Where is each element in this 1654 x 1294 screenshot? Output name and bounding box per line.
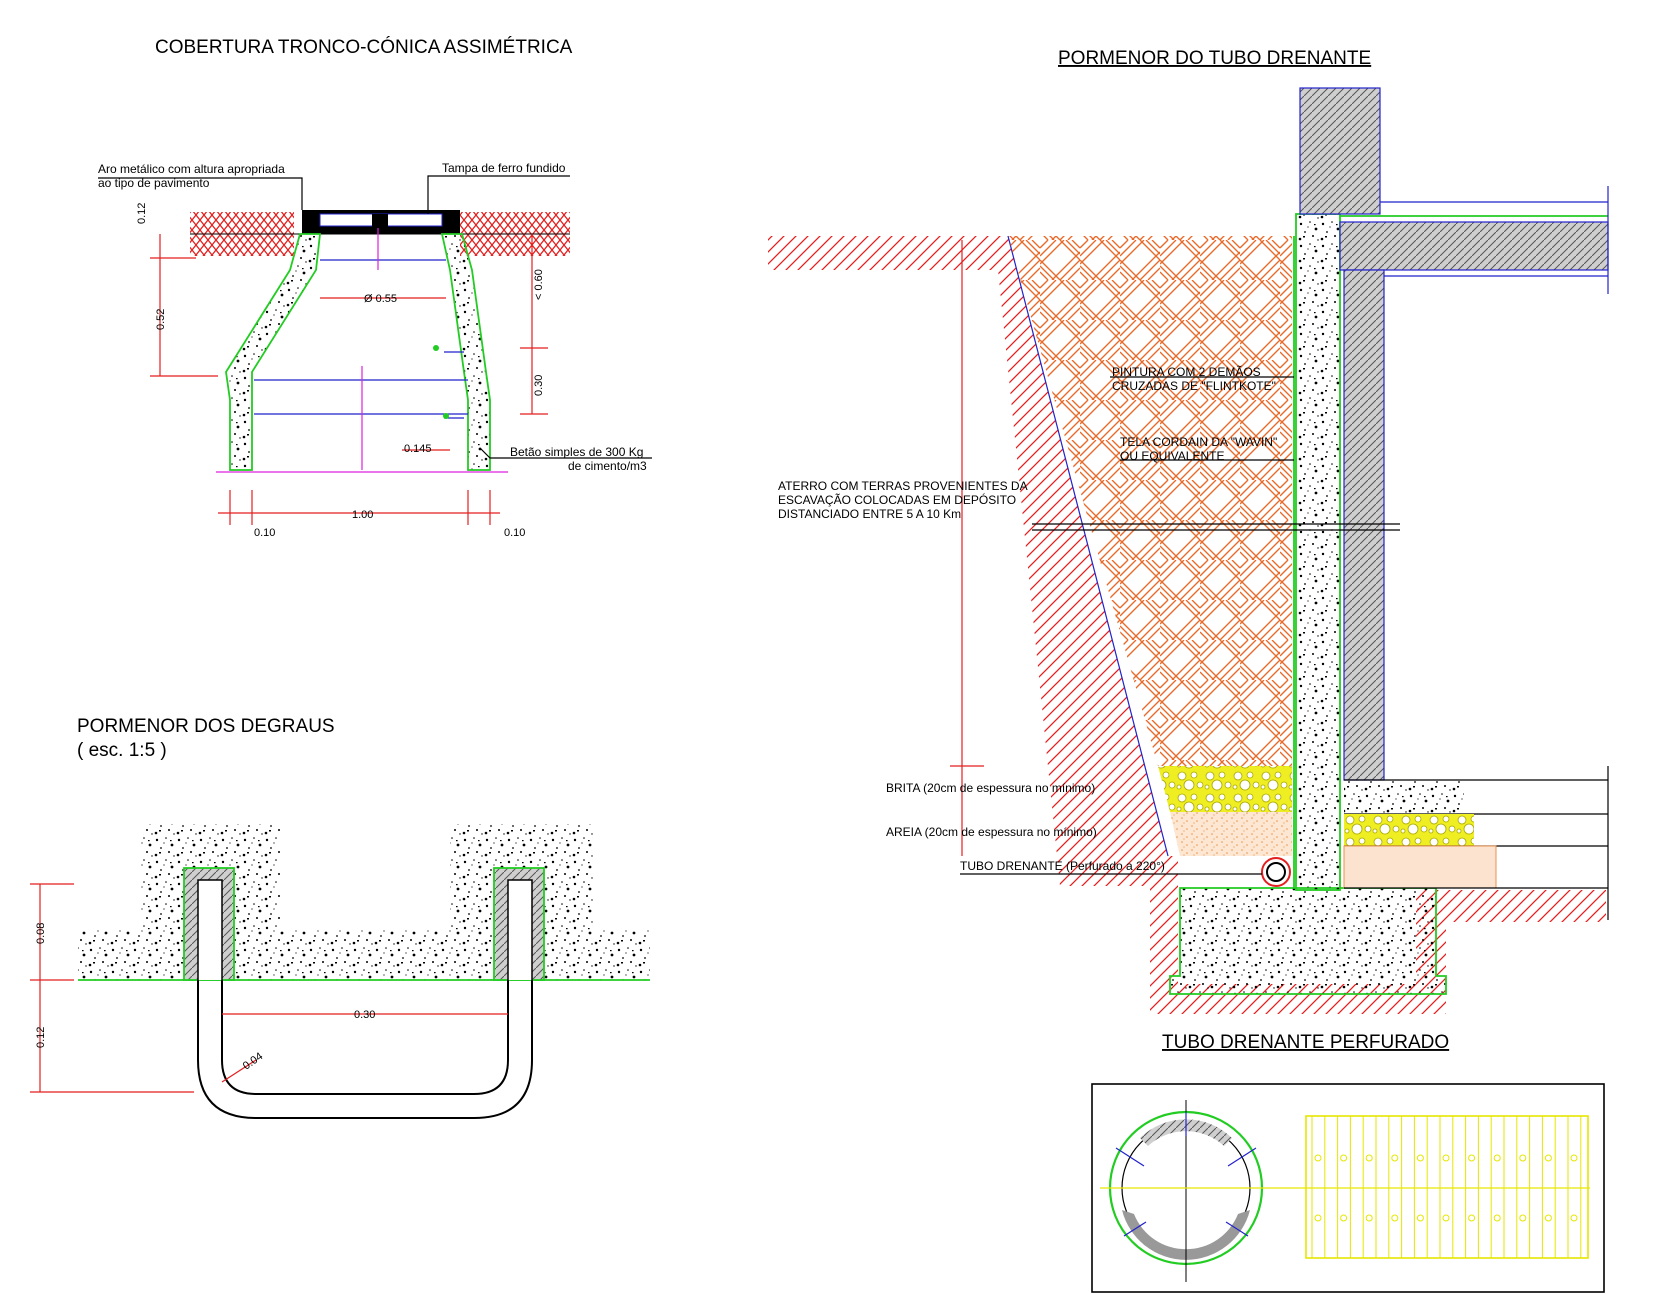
perforation-hole [1468,1214,1476,1222]
label-ring-2: ao tipo de pavimento [98,176,210,190]
perforation-hole [1391,1214,1399,1222]
steps-title: PORMENOR DOS DEGRAUS [77,716,335,737]
pipe-corrugations [1311,1116,1582,1258]
leader-ring [98,177,303,210]
interior-gravel [1344,814,1474,846]
cone-wall-left [225,233,322,471]
label-fill-1: ATERRO COM TERRAS PROVENIENTES DA [778,479,1028,493]
dim-030: 0.30 [533,375,545,396]
dim-0145: 0.145 [404,443,432,455]
steps-dim-030: 0.30 [354,1009,375,1021]
perforation-hole [1570,1214,1578,1222]
footing [1169,887,1447,995]
backfill [1008,236,1292,766]
drain-title: PORMENOR DO TUBO DRENANTE [1058,48,1371,69]
leader-lid [427,175,570,214]
perforation-hole [1493,1154,1501,1162]
rung-dot-1 [433,345,439,351]
perforation-hole [1442,1214,1450,1222]
perforation-hole [1544,1214,1552,1222]
label-lid: Tampa de ferro fundido [442,161,566,175]
pipe-solid-bottom [1122,1210,1250,1260]
label-ring-1: Aro metálico com altura apropriada [98,162,285,176]
perforation-hole [1314,1154,1322,1162]
perforation-hole [1416,1214,1424,1222]
label-concrete-2: de cimento/m3 [568,459,647,473]
perforated-frame [1091,1083,1605,1293]
label-mesh-2: OU EQUIVALENTE [1120,449,1224,463]
perforation-hole [1340,1154,1348,1162]
label-sand: AREIA (20cm de espessura no mínimo) [886,825,1097,839]
dim-010-right: 0.10 [504,527,525,539]
perforation-hole [1365,1154,1373,1162]
retaining-wall [1295,213,1341,891]
perforation-hole [1519,1214,1527,1222]
excavation-line [1007,235,1169,857]
perforation-hole [1519,1154,1527,1162]
sand-layer [1170,812,1292,856]
drain-detail: PORMENOR DO TUBO DRENANTE [768,48,1609,1014]
gravel-layer [1158,766,1292,812]
label-gravel: BRITA (20cm de espessura no mínimo) [886,781,1095,795]
interior-stone [1343,845,1497,889]
cover-detail: COBERTURA TRONCO-CÓNICA ASSIMÉTRICA [98,36,652,539]
perforation-hole [1544,1154,1552,1162]
flow-arrow-4 [1225,1221,1249,1237]
flow-arrow-3 [1123,1221,1147,1237]
perforated-pipe-detail: TUBO DRENANTE PERFURADO [1091,1032,1605,1293]
interior-concrete [1344,780,1464,814]
perforation-hole [1493,1214,1501,1222]
step-rung-inner [221,980,509,1095]
dim-diam: Ø 0.55 [364,293,397,305]
leader-concrete [479,447,652,459]
perforation-hole [1391,1154,1399,1162]
label-fill-3: DISTANCIADO ENTRE 5 A 10 Km [778,507,961,521]
dim-060: < 0.60 [533,269,545,300]
flow-arrow-2 [1227,1147,1257,1167]
label-paint-2: CRUZADAS DE "FLINTKOTE" [1112,379,1276,393]
label-pipe: TUBO DRENANTE (Perfurado a 220°) [960,859,1165,873]
inner-wall [1343,269,1385,781]
dim-012: 0.12 [136,203,148,224]
perforation-hole [1314,1214,1322,1222]
steps-concrete [78,824,650,980]
dim-line-004 [221,1059,257,1083]
drain-pipe-inner [1266,862,1286,882]
perforation-hole [1416,1154,1424,1162]
floor-slab [1339,221,1609,271]
steps-dim-008: 0.08 [35,923,47,944]
pipe-side-view [1305,1115,1589,1259]
steps-scale: ( esc. 1:5 ) [77,740,167,761]
cover-title: COBERTURA TRONCO-CÓNICA ASSIMÉTRICA [155,36,573,58]
lid-center [372,214,388,232]
steps-detail: PORMENOR DOS DEGRAUS ( esc. 1:5 ) 0.08 0… [30,716,650,1119]
column [1299,87,1381,215]
label-concrete-1: Betão simples de 300 Kg [510,445,643,459]
steps-dim-004: 0.04 [241,1050,265,1072]
rung-leg-right [507,879,533,980]
perforation-hole [1365,1214,1373,1222]
label-fill-2: ESCAVAÇÃO COLOCADAS EM DEPÓSITO [778,492,1016,507]
pipe-perforated-top [1140,1119,1232,1146]
perforation-hole [1442,1154,1450,1162]
rung-leg-left [197,879,223,980]
steps-dim-012: 0.12 [35,1027,47,1048]
rung-dot-2 [443,413,449,419]
dim-010-left: 0.10 [254,527,275,539]
step-rung-outer [197,980,533,1119]
flow-arrow-1 [1115,1147,1145,1167]
perforation-hole [1340,1214,1348,1222]
perforation-hole [1570,1154,1578,1162]
cone-wall-right [440,233,491,471]
dim-100: 1.00 [352,509,373,521]
label-mesh-1: TELA CORDAIN DA "WAVIN" [1120,435,1277,449]
label-paint-1: PINTURA COM 2 DEMÃOS [1112,365,1261,379]
perforation-hole [1468,1154,1476,1162]
dim-052: 0.52 [155,309,167,330]
perforated-title: TUBO DRENANTE PERFURADO [1162,1032,1449,1053]
